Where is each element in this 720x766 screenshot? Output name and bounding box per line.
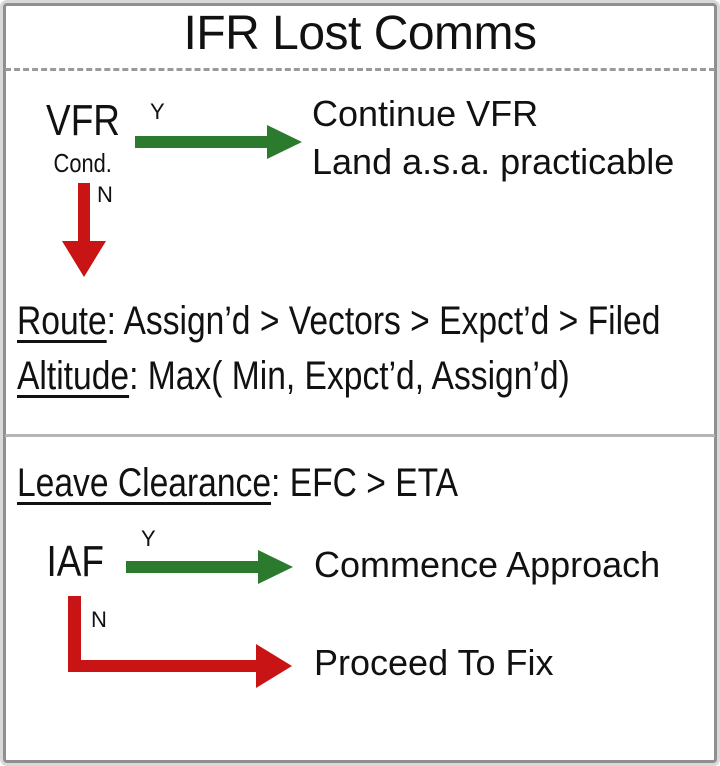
leave-clearance-value: : EFC > ETA — [271, 461, 459, 505]
arrow-shape — [126, 550, 293, 584]
leave-clearance-label: Leave Clearance — [17, 461, 272, 505]
vfr-yes-outcome-line1: Continue VFR — [312, 93, 539, 134]
section-divider — [5, 434, 715, 437]
page-title: IFR Lost Comms — [183, 7, 537, 60]
altitude-rule-value: : Max( Min, Expct’d, Assign’d) — [129, 354, 570, 398]
iaf-yes-arrow-icon — [126, 550, 293, 584]
arrow-shape — [62, 183, 106, 277]
route-rule-value: : Assign’d > Vectors > Expct’d > Filed — [106, 299, 661, 343]
iaf-yes-outcome: Commence Approach — [314, 544, 661, 585]
vfr-node: VFR Cond. — [34, 96, 132, 178]
vfr-node-label: VFR — [46, 96, 120, 145]
vfr-no-arrow-icon — [62, 183, 106, 277]
vfr-yes-outcome: Continue VFR Land a.s.a. practicable — [312, 90, 674, 186]
iaf-no-label: N — [91, 607, 107, 632]
route-rule-label: Route — [17, 299, 107, 343]
iaf-no-arrow-icon — [68, 596, 292, 688]
vfr-yes-outcome-line2: Land a.s.a. practicable — [312, 141, 675, 182]
arrow-shape — [68, 596, 292, 688]
vfr-yes-arrow-icon — [135, 125, 302, 159]
iaf-node: IAF — [27, 540, 123, 584]
altitude-rule-label: Altitude — [17, 354, 130, 398]
vfr-node-sublabel: Cond. — [53, 148, 113, 178]
altitude-rule: Altitude: Max( Min, Expct’d, Assign’d) — [17, 355, 675, 397]
route-rule: Route: Assign’d > Vectors > Expct’d > Fi… — [17, 300, 720, 342]
leave-clearance-rule: Leave Clearance: EFC > ETA — [17, 462, 542, 504]
dashed-divider — [5, 68, 715, 71]
iaf-yes-label: Y — [141, 526, 156, 551]
iaf-no-outcome: Proceed To Fix — [314, 642, 554, 683]
arrow-shape — [135, 125, 302, 159]
vfr-no-label: N — [97, 182, 113, 207]
vfr-yes-label: Y — [150, 99, 165, 124]
iaf-node-label: IAF — [46, 537, 104, 586]
